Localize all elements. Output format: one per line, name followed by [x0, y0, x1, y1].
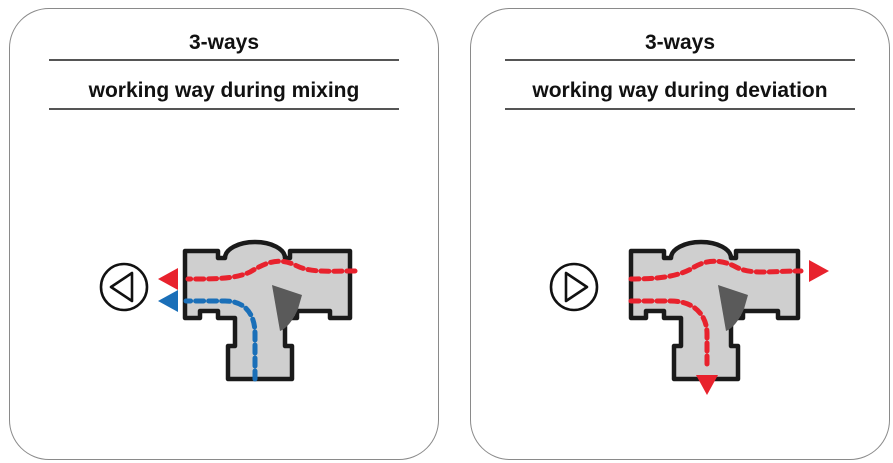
panel-subtitle: working way during mixing	[88, 79, 360, 102]
red-flow-arrow	[158, 268, 178, 290]
panel-subtitle: working way during deviation	[532, 79, 828, 102]
play-right-icon	[549, 262, 599, 312]
panel-mixing: 3-ways working way during mixing	[9, 8, 439, 460]
subtitle-divider	[49, 108, 399, 110]
valve-plug	[718, 285, 748, 331]
blue-flow-path	[183, 298, 258, 382]
valve-diagram-deviation	[549, 239, 829, 395]
play-left-icon	[99, 262, 149, 312]
red-flow-path-down	[628, 298, 710, 372]
red-flow-path	[185, 258, 358, 282]
panel-title: 3-ways	[644, 31, 716, 54]
blue-flow-arrow	[158, 290, 178, 312]
title-divider	[49, 59, 399, 61]
panel-deviation: 3-ways working way during deviation	[470, 8, 890, 460]
subtitle-divider	[505, 108, 855, 110]
panel-title: 3-ways	[188, 31, 260, 54]
red-flow-path-through	[628, 258, 804, 282]
title-divider	[505, 59, 855, 61]
valve-plug	[272, 285, 302, 331]
red-flow-arrow-right	[809, 260, 829, 282]
red-flow-arrow-down	[696, 375, 718, 395]
valve-diagram-mixing	[99, 239, 358, 382]
